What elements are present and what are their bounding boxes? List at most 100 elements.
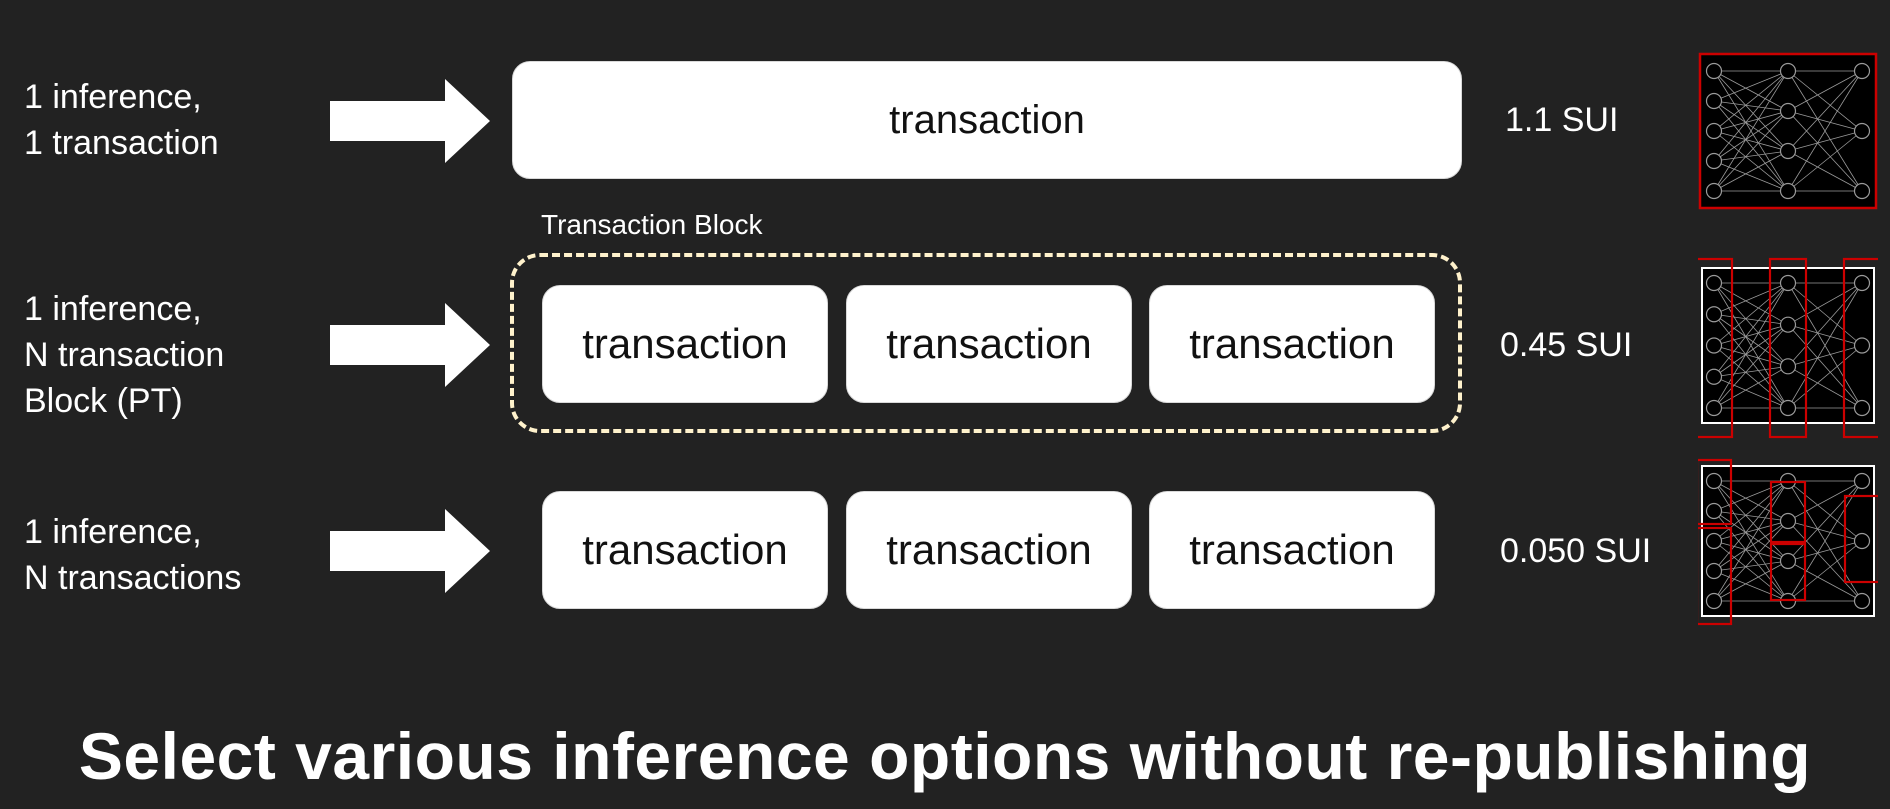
- network-edge: [1713, 365, 1789, 378]
- network-edge: [1787, 480, 1863, 522]
- network-edge: [1787, 70, 1863, 152]
- transaction-label: transaction: [582, 526, 788, 573]
- network-edge: [1713, 324, 1789, 378]
- neural-network-node-group-boxes-icon: [1698, 458, 1878, 626]
- network-edge: [1787, 480, 1863, 562]
- network-edge: [1787, 130, 1863, 192]
- network-edge: [1713, 70, 1789, 192]
- network-node: [1705, 562, 1723, 580]
- transaction-label: transaction: [889, 97, 1085, 142]
- network-node: [1705, 502, 1723, 520]
- network-edge: [1713, 313, 1789, 326]
- network-node: [1779, 316, 1797, 333]
- network-node: [1705, 337, 1723, 354]
- network-node: [1705, 472, 1723, 490]
- network-edge: [1787, 324, 1863, 346]
- network-node: [1705, 122, 1723, 140]
- network-edge: [1787, 282, 1863, 346]
- slide-title: Select various inference options without…: [78, 719, 1812, 793]
- row1-cost: 1.1 SUI: [1505, 101, 1619, 139]
- network-panel: [1701, 267, 1875, 424]
- network-edge: [1713, 130, 1789, 152]
- network-edge: [1713, 510, 1789, 522]
- right-arrow-icon: [330, 509, 490, 593]
- network-edge: [1787, 324, 1863, 409]
- network-node: [1705, 532, 1723, 550]
- network-edge: [1713, 345, 1789, 409]
- network-edge: [1787, 520, 1863, 542]
- network-edge: [1713, 150, 1789, 162]
- network-edge: [1787, 130, 1863, 152]
- network-edge: [1713, 282, 1789, 409]
- network-node: [1779, 274, 1797, 292]
- network-node: [1705, 306, 1723, 323]
- row2-label-line3: Block (PT): [24, 382, 183, 420]
- network-edge: [1713, 520, 1789, 572]
- network-node: [1705, 152, 1723, 170]
- row3-label: 1 inference, N transactions: [24, 509, 241, 601]
- row2-cost: 0.45 SUI: [1500, 326, 1633, 364]
- network-edge: [1787, 480, 1863, 602]
- network-edge: [1713, 282, 1789, 315]
- network-edge: [1713, 130, 1789, 192]
- neural-network-single-box-icon: [1698, 52, 1878, 210]
- network-edge: [1713, 160, 1789, 192]
- network-edge: [1713, 480, 1789, 542]
- network-node: [1705, 592, 1723, 610]
- network-edge: [1713, 110, 1789, 162]
- network-edge: [1787, 110, 1863, 132]
- network-node: [1705, 62, 1723, 80]
- network-edge: [1713, 110, 1789, 192]
- network-node: [1779, 182, 1797, 200]
- network-edge: [1713, 540, 1789, 602]
- network-edge: [1713, 70, 1789, 162]
- transaction-box: transaction: [542, 491, 828, 609]
- network-edge: [1713, 480, 1789, 522]
- network-edge: [1787, 365, 1863, 409]
- network-node: [1853, 592, 1871, 610]
- network-edge: [1713, 70, 1789, 102]
- row2-label: 1 inference, N transaction Block (PT): [24, 286, 224, 424]
- network-edge: [1713, 282, 1789, 346]
- network-edge: [1787, 282, 1863, 367]
- network-edge: [1713, 70, 1789, 112]
- network-node: [1853, 122, 1871, 140]
- highlight-box: [1769, 542, 1807, 602]
- network-node: [1705, 182, 1723, 200]
- network-node: [1853, 532, 1871, 550]
- highlight-box: [1769, 480, 1807, 544]
- network-edge: [1713, 480, 1789, 562]
- highlight-box: [1698, 257, 1734, 439]
- row3-label-line1: 1 inference,: [24, 513, 202, 551]
- network-node: [1779, 512, 1797, 530]
- transaction-box: transaction: [1149, 491, 1435, 609]
- highlight-box: [1698, 52, 1878, 210]
- network-edge: [1713, 480, 1789, 512]
- transaction-box: transaction: [1149, 285, 1435, 403]
- network-edge: [1787, 70, 1863, 132]
- network-edge: [1787, 540, 1863, 562]
- transaction-block-title: Transaction Block: [541, 209, 763, 240]
- network-edge: [1713, 282, 1789, 367]
- network-edge: [1713, 282, 1789, 326]
- network-edge: [1713, 314, 1789, 409]
- network-edge: [1787, 560, 1863, 602]
- neural-network-layer-boxes-icon: [1698, 257, 1878, 439]
- network-edge: [1713, 313, 1789, 367]
- network-edge: [1787, 150, 1863, 192]
- network-node: [1779, 102, 1797, 120]
- network-node: [1853, 182, 1871, 200]
- network-edge: [1713, 282, 1789, 377]
- network-panel: [1701, 55, 1875, 207]
- network-edge: [1713, 510, 1789, 562]
- network-edge: [1787, 70, 1863, 192]
- network-node: [1853, 62, 1871, 80]
- network-edge: [1713, 100, 1789, 112]
- highlight-box: [1768, 257, 1808, 439]
- network-edge: [1713, 480, 1789, 572]
- network-edge: [1713, 510, 1789, 602]
- network-node: [1853, 472, 1871, 490]
- network-edge: [1787, 282, 1863, 409]
- network-edge: [1713, 520, 1789, 602]
- network-edge: [1713, 110, 1789, 132]
